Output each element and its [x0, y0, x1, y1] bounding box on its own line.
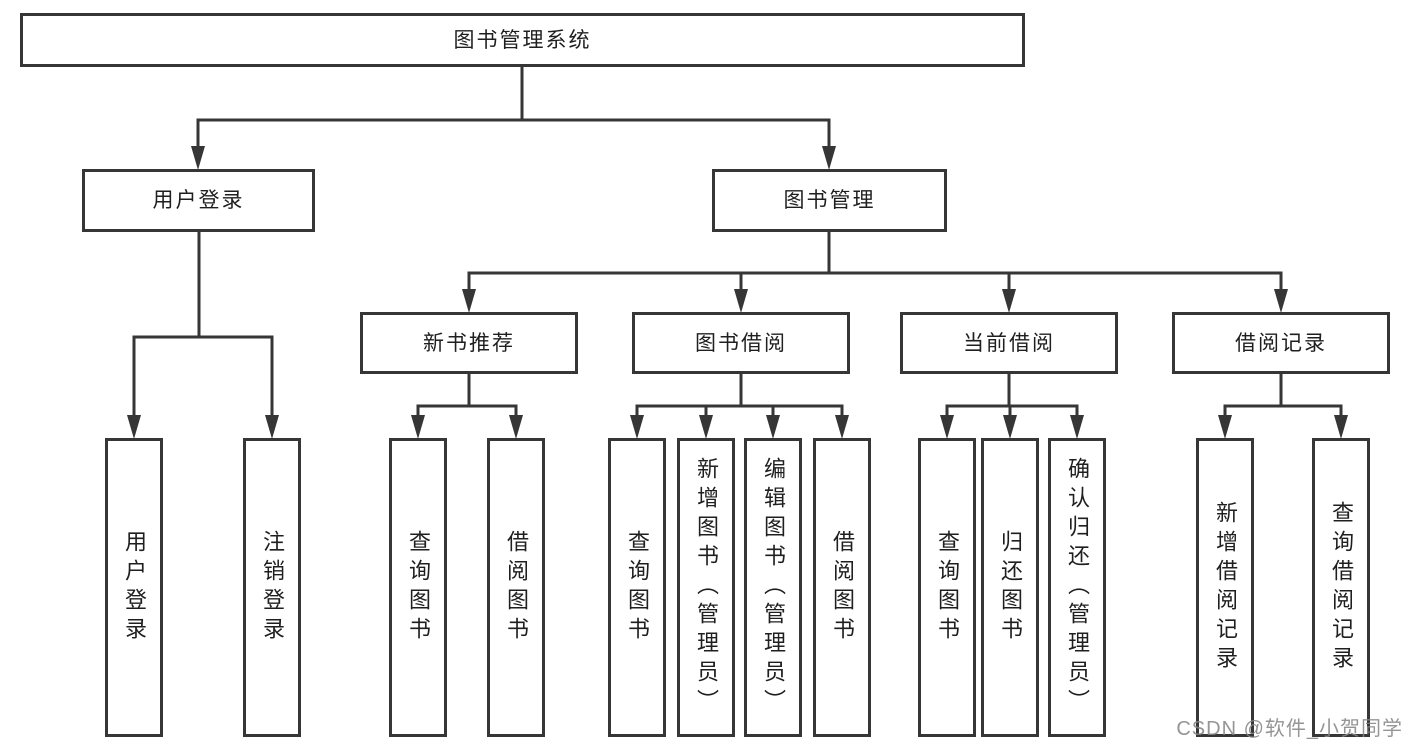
node-leaf-return-books: 归还图书	[981, 438, 1039, 737]
arrowhead-icon	[940, 415, 954, 439]
node-leaf-borrow-books-2: 借阅图书	[813, 438, 871, 737]
arrowhead-icon	[1218, 415, 1232, 439]
node-leaf-add-book-admin: 新增图书（管理员）	[677, 438, 735, 737]
arrowhead-icon	[509, 415, 523, 439]
node-book-borrowing: 图书借阅	[632, 312, 850, 374]
arrowhead-icon	[835, 415, 849, 439]
node-borrowing-records: 借阅记录	[1172, 312, 1390, 374]
arrowhead-icon	[766, 415, 780, 439]
node-leaf-query-books-2: 查询图书	[608, 438, 666, 737]
node-new-book-recommend: 新书推荐	[360, 312, 578, 374]
arrowhead-icon	[191, 146, 205, 170]
node-leaf-query-borrow-record: 查询借阅记录	[1312, 438, 1370, 737]
arrowhead-icon	[630, 415, 644, 439]
node-leaf-borrow-books-1: 借阅图书	[487, 438, 545, 737]
node-book-management: 图书管理	[712, 169, 947, 232]
arrowhead-icon	[1274, 289, 1288, 313]
arrowhead-icon	[1070, 415, 1084, 439]
node-current-borrowing: 当前借阅	[900, 312, 1118, 374]
arrowhead-icon	[1334, 415, 1348, 439]
node-leaf-confirm-return: 确认归还（管理员）	[1048, 438, 1106, 737]
arrowhead-icon	[462, 289, 476, 313]
node-user-login: 用户登录	[82, 169, 315, 232]
node-leaf-logout: 注销登录	[243, 438, 301, 737]
node-leaf-query-books-3: 查询图书	[918, 438, 976, 737]
arrowhead-icon	[411, 415, 425, 439]
arrowhead-icon	[1003, 415, 1017, 439]
node-leaf-edit-book-admin: 编辑图书（管理员）	[744, 438, 802, 737]
node-system: 图书管理系统	[20, 13, 1025, 67]
arrowhead-icon	[699, 415, 713, 439]
arrowhead-icon	[1002, 289, 1016, 313]
node-leaf-query-books-1: 查询图书	[389, 438, 447, 737]
arrowhead-icon	[127, 415, 141, 439]
node-leaf-user-login: 用户登录	[105, 438, 163, 737]
arrowhead-icon	[822, 146, 836, 170]
arrowhead-icon	[265, 415, 279, 439]
node-leaf-add-borrow-record: 新增借阅记录	[1196, 438, 1254, 737]
arrowhead-icon	[734, 289, 748, 313]
